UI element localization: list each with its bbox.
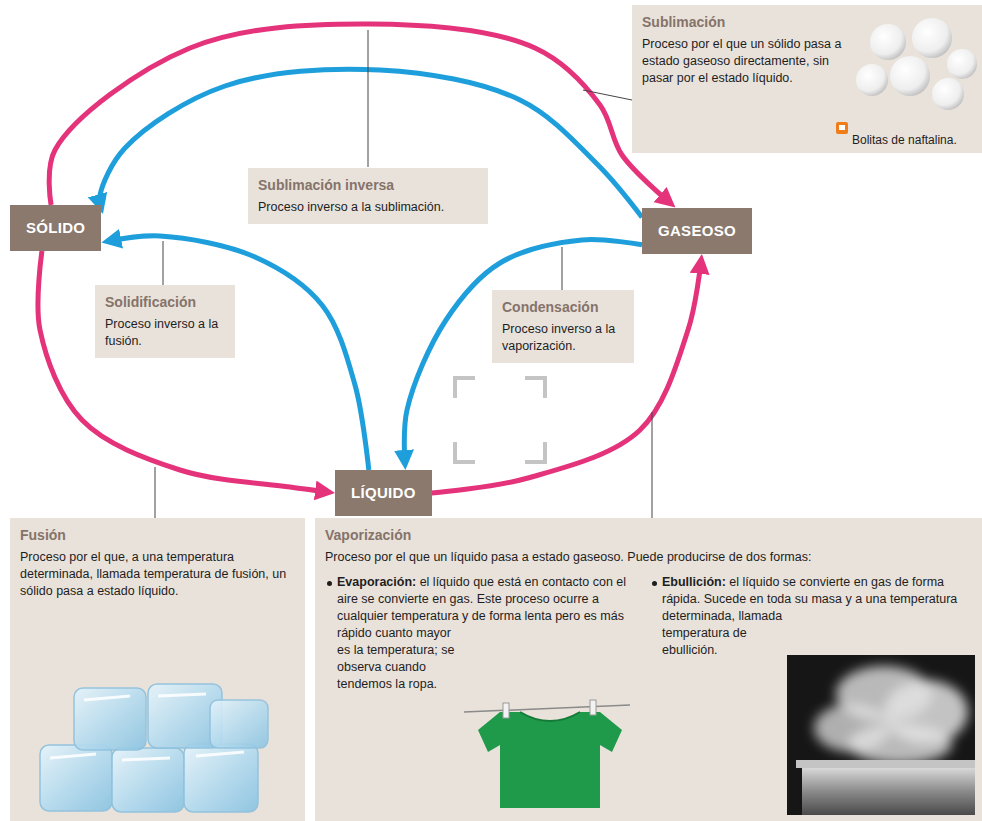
boiling-pot-picture [814, 666, 968, 764]
definition-box: SublimaciónProceso por el que un sólido … [632, 5, 982, 153]
process-title: Sublimación inversa [258, 176, 478, 194]
definition-box: CondensaciónProceso inverso a la vaporiz… [492, 290, 634, 363]
image-caption: Bolitas de naftalina. [852, 133, 957, 148]
bullet-columns: Evaporación: el líquido que está en cont… [325, 574, 972, 816]
process-title: Fusión [20, 526, 295, 544]
mothball [932, 78, 964, 110]
mothballs-picture [836, 18, 977, 134]
connector-group [38, 24, 701, 493]
process-title: Condensación [502, 298, 624, 316]
clothespin [503, 703, 509, 718]
focus-corner [525, 442, 545, 462]
mothball [912, 18, 952, 58]
process-description: Proceso inverso a la vaporización. [502, 321, 624, 355]
steam [884, 680, 968, 744]
phase-change-arrow [49, 24, 669, 205]
photo-background [787, 655, 975, 815]
process-title: Vaporización [325, 526, 972, 544]
process-title: Solidificación [105, 293, 225, 311]
t-shirt-collar [520, 712, 580, 721]
leader-line [583, 90, 632, 100]
definition-box: Sublimación inversaProceso inverso a la … [248, 168, 488, 224]
process-description: Proceso inverso a la sublimación. [258, 199, 478, 216]
process-description: Proceso inverso a la fusión. [105, 316, 225, 350]
ice-cube [40, 745, 112, 811]
leader-line [163, 241, 164, 285]
clothespin [590, 700, 596, 715]
photo-icon [836, 122, 848, 134]
phase-change-arrow [432, 262, 701, 493]
mothball [947, 49, 977, 79]
steam [836, 666, 932, 722]
ice-highlight [50, 694, 244, 760]
ice-cube [210, 700, 268, 748]
state-label: LÍQUIDO [343, 477, 424, 509]
ice-cube [184, 744, 258, 812]
ice-cubes-picture [40, 684, 268, 812]
ice-cube [148, 684, 222, 748]
steam [848, 724, 952, 764]
mothball [890, 56, 930, 96]
state-label: SÓLIDO [18, 212, 93, 244]
process-description: Proceso por el que, a una temperatura de… [20, 549, 295, 600]
state-label: GASEOSO [650, 215, 744, 247]
pot-body [802, 768, 975, 815]
definition-box: FusiónProceso por el que, a una temperat… [10, 518, 305, 821]
leader-lines [155, 30, 652, 518]
steam [814, 704, 890, 752]
focus-corner [455, 378, 475, 398]
bullet-text: Ebullición: el líquido se convierte en g… [650, 574, 970, 816]
definition-box: SolidificaciónProceso inverso a la fusió… [95, 285, 235, 358]
photo-icon [839, 125, 845, 130]
process-description: Proceso por el que un líquido pasa a est… [325, 549, 972, 566]
bullet-text: Evaporación: el líquido que está en cont… [325, 574, 635, 816]
boiling-pot-picture [787, 655, 975, 815]
clothesline [464, 705, 630, 712]
mothball [856, 64, 888, 96]
process-title: Sublimación [642, 13, 972, 31]
state-box: SÓLIDO [10, 205, 101, 251]
ice-cube [74, 688, 146, 750]
definition-box: VaporizaciónProceso por el que un líquid… [315, 518, 982, 821]
phase-change-arrow [38, 251, 327, 492]
pot-rim [796, 760, 975, 768]
leader-line [562, 247, 563, 290]
focus-corner [455, 442, 475, 462]
state-box: LÍQUIDO [335, 470, 432, 516]
state-box: GASEOSO [642, 208, 752, 254]
t-shirt [478, 712, 622, 808]
leader-line [155, 467, 156, 518]
focus-corner [525, 378, 545, 398]
ice-cube [112, 748, 184, 812]
leader-line [652, 412, 653, 518]
focus-corners [455, 378, 545, 462]
phase-change-arrow [404, 240, 642, 462]
mothball [870, 24, 906, 60]
shirt-picture [464, 700, 630, 808]
leader-line [368, 30, 369, 167]
process-description: Proceso por el que un sólido pasa a esta… [642, 36, 842, 87]
